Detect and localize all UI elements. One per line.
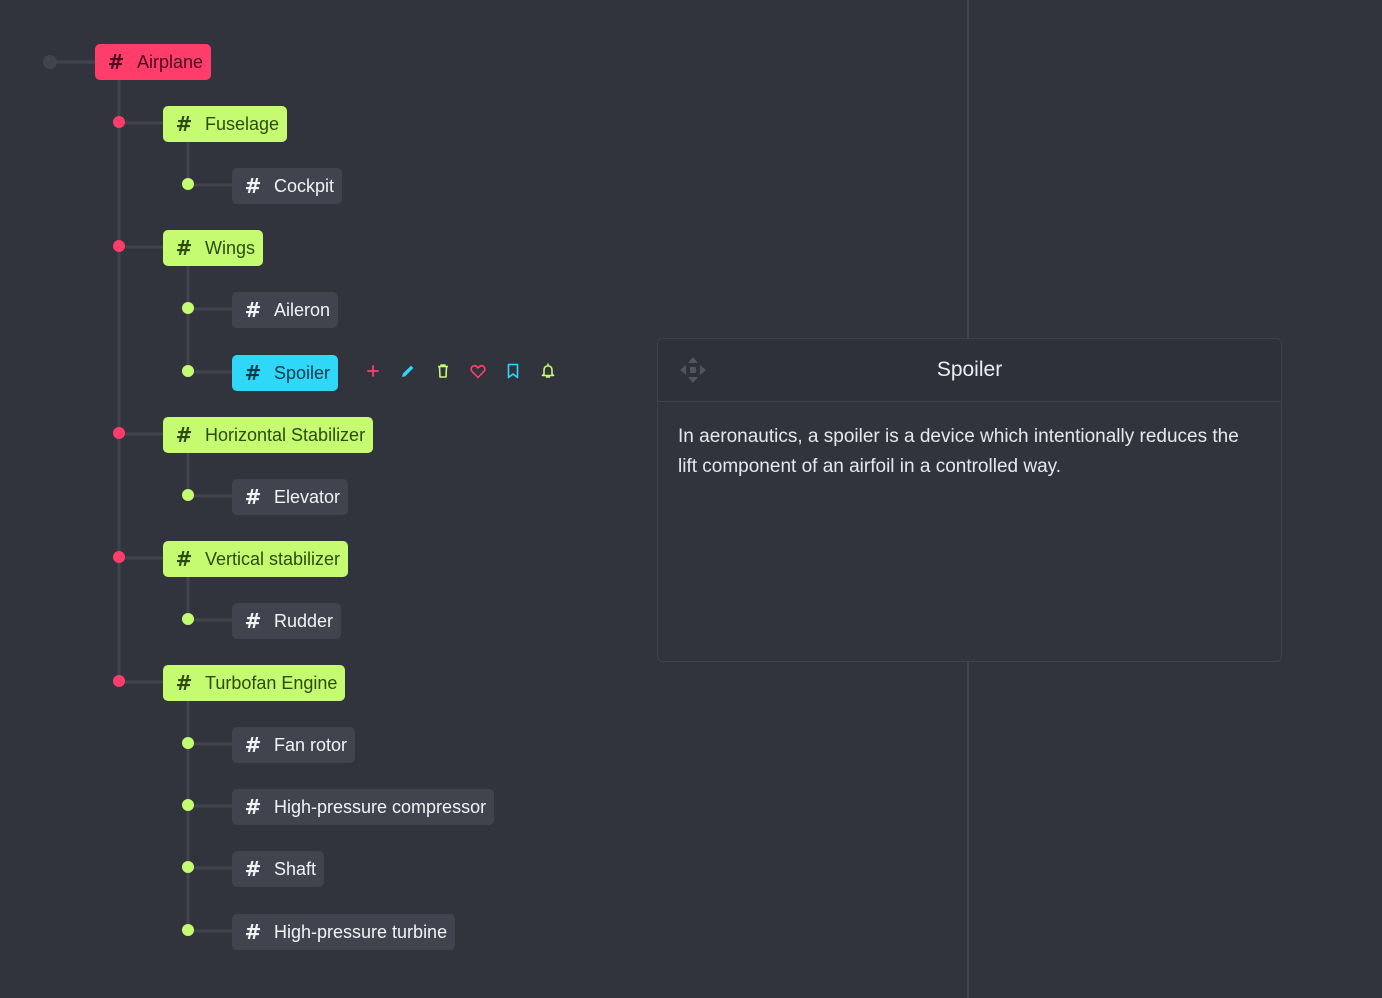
hash-icon: # [244, 485, 262, 509]
hash-icon: # [107, 50, 125, 74]
hash-icon: # [244, 174, 262, 198]
node-airplane[interactable]: # Airplane [95, 44, 212, 80]
hash-icon: # [244, 795, 262, 819]
hash-icon: # [175, 547, 193, 571]
plus-icon [366, 365, 379, 377]
panel-description: In aeronautics, a spoiler is a device wh… [678, 426, 1239, 477]
favorite-node-button[interactable] [460, 357, 495, 385]
bell-icon [541, 363, 554, 378]
notify-node-button[interactable] [530, 357, 565, 385]
node-spoiler[interactable]: # Spoiler [232, 355, 339, 391]
node-rudder[interactable]: # Rudder [232, 603, 342, 639]
node-label: Rudder [274, 610, 334, 631]
move-arrows-icon [680, 357, 706, 383]
node-action-toolbar [355, 357, 565, 385]
node-label: Fuselage [205, 113, 280, 134]
node-fan-rotor[interactable]: # Fan rotor [232, 727, 356, 763]
hash-icon: # [244, 609, 262, 633]
node-label: Spoiler [274, 362, 331, 383]
hash-icon: # [244, 733, 262, 757]
node-cockpit[interactable]: # Cockpit [232, 168, 343, 204]
delete-node-button[interactable] [425, 357, 460, 385]
node-turbofan-engine[interactable]: # Turbofan Engine [163, 665, 346, 701]
node-high-pressure-turbine[interactable]: # High-pressure turbine [232, 914, 456, 950]
hash-icon: # [175, 112, 193, 136]
drag-handle[interactable] [678, 355, 708, 385]
node-label: Wings [205, 237, 256, 258]
node-shaft[interactable]: # Shaft [232, 851, 325, 887]
add-child-button[interactable] [355, 357, 390, 385]
panel-title: Spoiler [936, 358, 1003, 381]
hash-icon: # [244, 298, 262, 322]
node-label: Turbofan Engine [205, 672, 338, 693]
node-label: Vertical stabilizer [205, 548, 341, 569]
node-detail-panel: Spoiler In aeronautics, a spoiler is a d… [657, 338, 1282, 662]
node-fuselage[interactable]: # Fuselage [163, 106, 288, 142]
node-label: Shaft [274, 858, 317, 879]
node-label: Fan rotor [274, 734, 348, 755]
hash-icon: # [175, 671, 193, 695]
bookmark-node-button[interactable] [495, 357, 530, 385]
node-label: High-pressure compressor [274, 796, 487, 817]
trash-icon [437, 364, 448, 378]
node-high-pressure-compressor[interactable]: # High-pressure compressor [232, 789, 495, 825]
hash-icon: # [244, 857, 262, 881]
tree-connectors [43, 55, 235, 936]
node-aileron[interactable]: # Aileron [232, 292, 339, 328]
hash-icon: # [244, 361, 262, 385]
pencil-icon [401, 365, 413, 377]
hash-icon: # [175, 423, 193, 447]
node-label: Airplane [137, 51, 204, 72]
node-label: Aileron [274, 299, 331, 320]
node-label: Cockpit [274, 175, 335, 196]
hash-icon: # [244, 920, 262, 944]
node-label: Horizontal Stabilizer [205, 424, 366, 445]
edit-node-button[interactable] [390, 357, 425, 385]
hash-icon: # [175, 236, 193, 260]
node-wings[interactable]: # Wings [163, 230, 264, 266]
bookmark-icon [507, 363, 518, 379]
node-vertical-stabilizer[interactable]: # Vertical stabilizer [163, 541, 349, 577]
panel-header: Spoiler [658, 339, 1281, 402]
node-elevator[interactable]: # Elevator [232, 479, 349, 515]
heart-icon [469, 364, 486, 378]
node-label: High-pressure turbine [274, 921, 448, 942]
node-horizontal-stabilizer[interactable]: # Horizontal Stabilizer [163, 417, 374, 453]
node-label: Elevator [274, 486, 341, 507]
